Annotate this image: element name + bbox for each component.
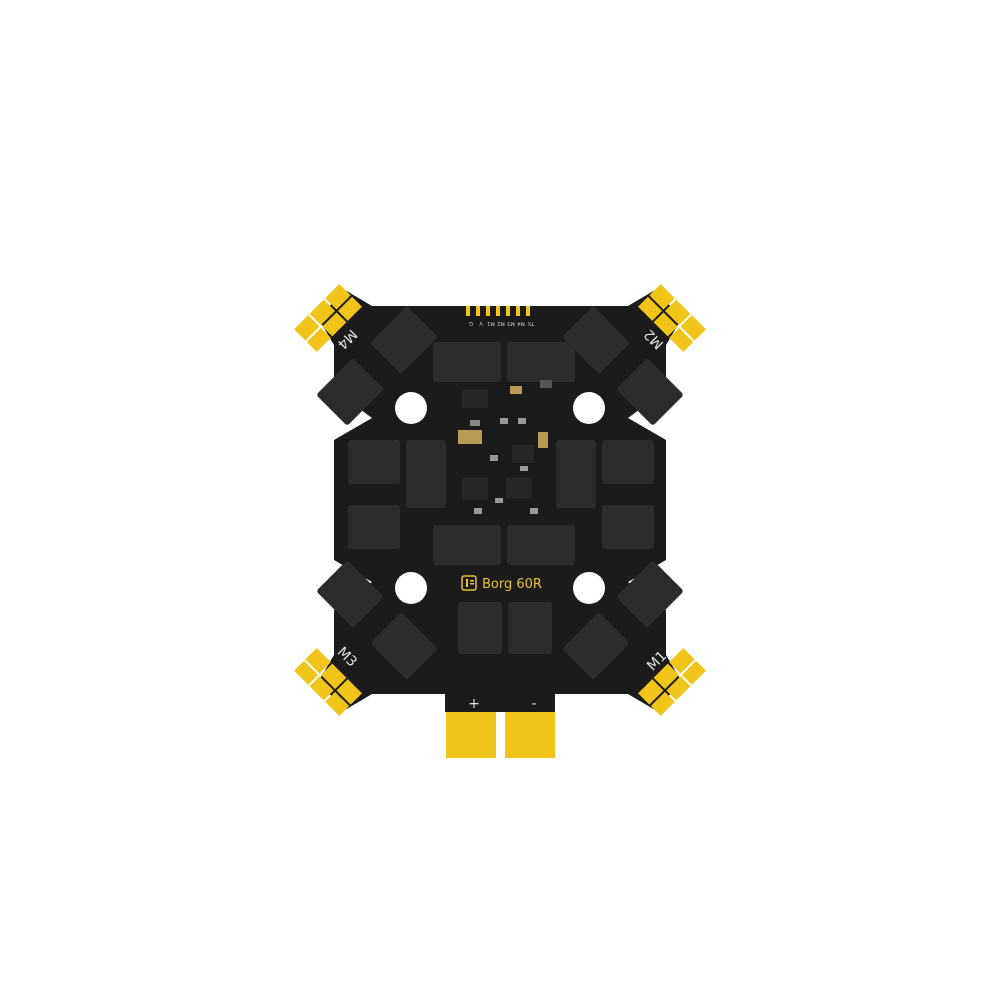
mosfet [348, 440, 400, 484]
product-name: Borg 60R [482, 577, 542, 592]
mosfet [317, 359, 383, 425]
pin-label: M3 [507, 320, 515, 326]
mosfet [563, 307, 629, 373]
mosfet [602, 440, 654, 484]
pin-label: M2 [497, 320, 505, 326]
mosfet [507, 525, 575, 565]
mosfet [507, 342, 575, 382]
mounting-hole-bottom-right [573, 572, 605, 604]
mosfet [406, 440, 446, 508]
connector-pins [466, 306, 530, 316]
mosfet [371, 613, 437, 679]
mosfet [371, 307, 437, 373]
mosfet [556, 440, 596, 508]
mosfet [508, 602, 552, 654]
power-label-negative: - [531, 696, 536, 712]
mosfet [617, 561, 683, 627]
power-label-positive: + [468, 696, 480, 712]
motor-pad-m2 [638, 284, 706, 352]
mosfet [602, 505, 654, 549]
mounting-hole-top-right [573, 392, 605, 424]
power-pad-negative [505, 712, 555, 758]
motor-pad-m3 [294, 648, 362, 716]
mosfet [563, 613, 629, 679]
pin-label: TX [527, 320, 535, 326]
mosfet [433, 525, 501, 565]
pin-label: G [469, 320, 473, 326]
motor-pad-m4 [294, 284, 362, 352]
mounting-hole-top-left [395, 392, 427, 424]
power-pad-positive [446, 712, 496, 758]
smd-components [458, 380, 552, 514]
pin-label: V [479, 320, 483, 326]
mosfet [433, 342, 501, 382]
brand-logo-icon [461, 575, 477, 591]
motor-pad-m1 [638, 648, 706, 716]
mosfet [458, 602, 502, 654]
mosfet [317, 561, 383, 627]
mosfet [348, 505, 400, 549]
mosfet [617, 359, 683, 425]
mounting-hole-bottom-left [395, 572, 427, 604]
pin-label: M4 [517, 320, 525, 326]
pin-label: M1 [487, 320, 495, 326]
